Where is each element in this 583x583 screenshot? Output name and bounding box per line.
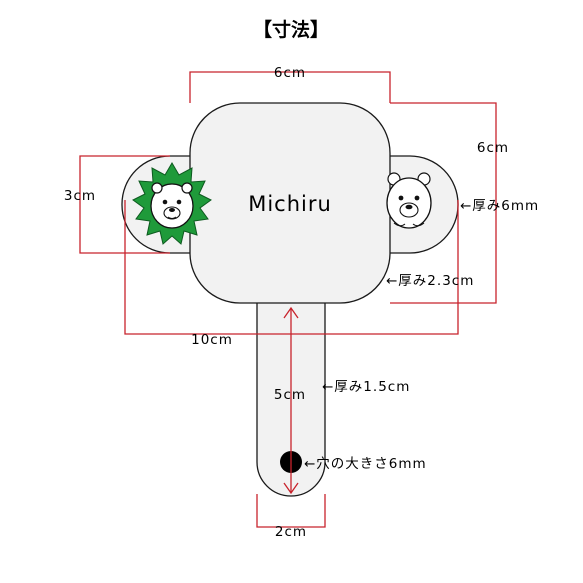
side-thickness-label: ←厚み6mm (460, 198, 539, 214)
diagram-title: 【寸法】 (253, 18, 329, 41)
handle-length-top-arrowhead (283, 306, 299, 319)
handle-width-label: 2cm (275, 524, 307, 540)
handle-width-dimension-line (256, 494, 326, 528)
hole-size-label: ←穴の大きさ6mm (304, 456, 427, 472)
main-thickness-label: ←厚み2.3cm (386, 273, 474, 289)
height-label: 6cm (477, 140, 509, 156)
handle-thickness-label: ←厚み1.5cm (322, 379, 410, 395)
width-label: 6cm (274, 65, 306, 81)
product-name: Michiru (248, 192, 332, 216)
height-dimension-line (390, 102, 497, 304)
side-height-label: 3cm (64, 188, 96, 204)
lion-face-icon (132, 162, 212, 245)
bear-face-icon (386, 172, 432, 229)
handle-length-bottom-arrowhead (283, 482, 299, 495)
handle-length-label: 5cm (274, 387, 306, 403)
total-width-label: 10cm (191, 332, 233, 348)
width-dimension-line (189, 71, 391, 103)
